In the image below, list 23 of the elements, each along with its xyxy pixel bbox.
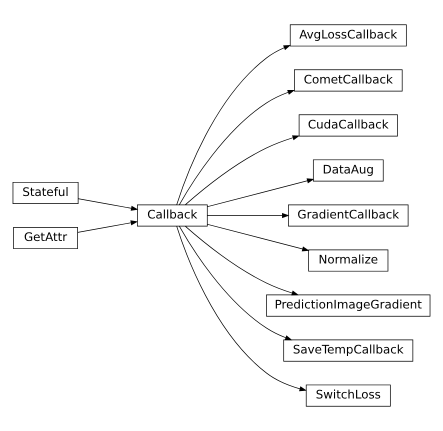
node-box: SwitchLoss [306,384,391,407]
node-box: SaveTempCallback [283,340,414,362]
arrow [207,224,310,252]
arrow [176,226,307,392]
arrow [179,226,292,340]
arrow [184,226,299,296]
arrow [176,45,291,206]
arrow [207,178,314,208]
node-box: Normalize [308,250,388,272]
arrow [179,90,295,206]
node-box: CometCallback [294,69,403,92]
node-box: GetAttr [13,227,78,250]
arrow [77,220,138,233]
node-box: Stateful [12,182,78,204]
arrow [78,198,138,211]
node-box: PredictionImageGradient [266,294,430,317]
node-box: CudaCallback [298,114,398,136]
node-box: GradientCallback [288,204,408,227]
arrow [207,212,290,218]
node-box: DataAug [312,159,384,182]
arrow [184,135,300,206]
node-box: AvgLossCallback [290,24,407,46]
node-box: Callback [137,204,208,227]
